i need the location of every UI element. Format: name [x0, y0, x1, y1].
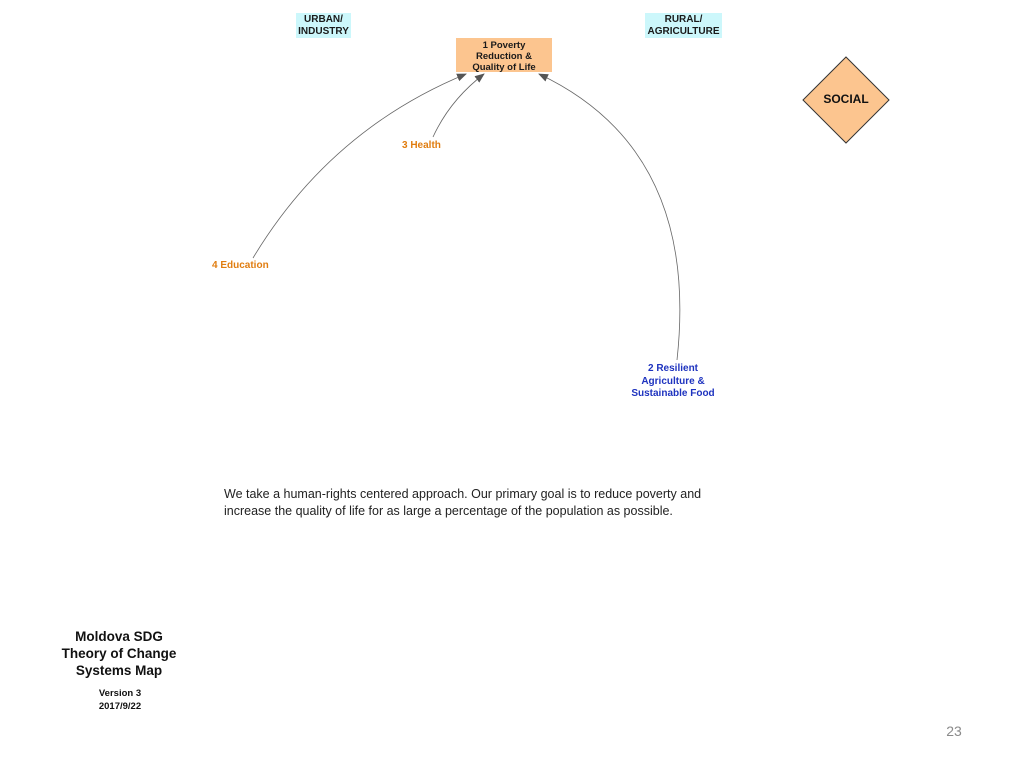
urban-line2: INDUSTRY — [298, 26, 349, 37]
rural-line1: RURAL/ — [664, 14, 703, 25]
goal-line2: Reduction & — [476, 51, 532, 62]
node-education[interactable]: 4 Education — [212, 260, 269, 271]
edge-agriculture-to-poverty — [538, 73, 681, 361]
statement-line2: increase the quality of life for as larg… — [224, 504, 673, 518]
page-number: 23 — [946, 723, 962, 739]
agri-line1: 2 Resilient — [647, 363, 699, 374]
statement-line1: We take a human-rights centered approach… — [224, 487, 702, 501]
goal-line3: Quality of Life — [472, 62, 536, 73]
urban-line1: URBAN/ — [304, 14, 343, 25]
version-label: Version 3 — [98, 688, 142, 699]
node-poverty-reduction[interactable]: 1 Poverty Reduction & Quality of Life — [456, 38, 552, 73]
version-date: 2017/9/22 — [98, 701, 142, 712]
social-category-label: SOCIAL — [823, 92, 869, 106]
title-line1: Moldova SDG — [75, 629, 163, 644]
rural-line2: AGRICULTURE — [647, 26, 720, 37]
urban-industry-label: URBAN/ INDUSTRY — [296, 13, 351, 38]
rural-agriculture-label: RURAL/ AGRICULTURE — [645, 13, 722, 38]
title-line2: Theory of Change — [61, 646, 177, 661]
social-diamond — [802, 56, 890, 144]
node-resilient-agriculture[interactable]: 2 Resilient Agriculture & Sustainable Fo… — [622, 363, 724, 401]
edge-health-to-poverty — [432, 73, 485, 138]
map-title: Moldova SDG Theory of Change Systems Map — [48, 628, 190, 679]
version-info: Version 3 2017/9/22 — [70, 687, 170, 713]
edge-education-to-poverty — [252, 73, 467, 259]
node-health[interactable]: 3 Health — [402, 140, 441, 151]
agri-line3: Sustainable Food — [631, 388, 715, 399]
statement-text: We take a human-rights centered approach… — [224, 486, 744, 520]
agri-line2: Agriculture & — [641, 375, 705, 387]
title-line3: Systems Map — [75, 663, 163, 678]
goal-line1: 1 Poverty — [482, 40, 526, 51]
